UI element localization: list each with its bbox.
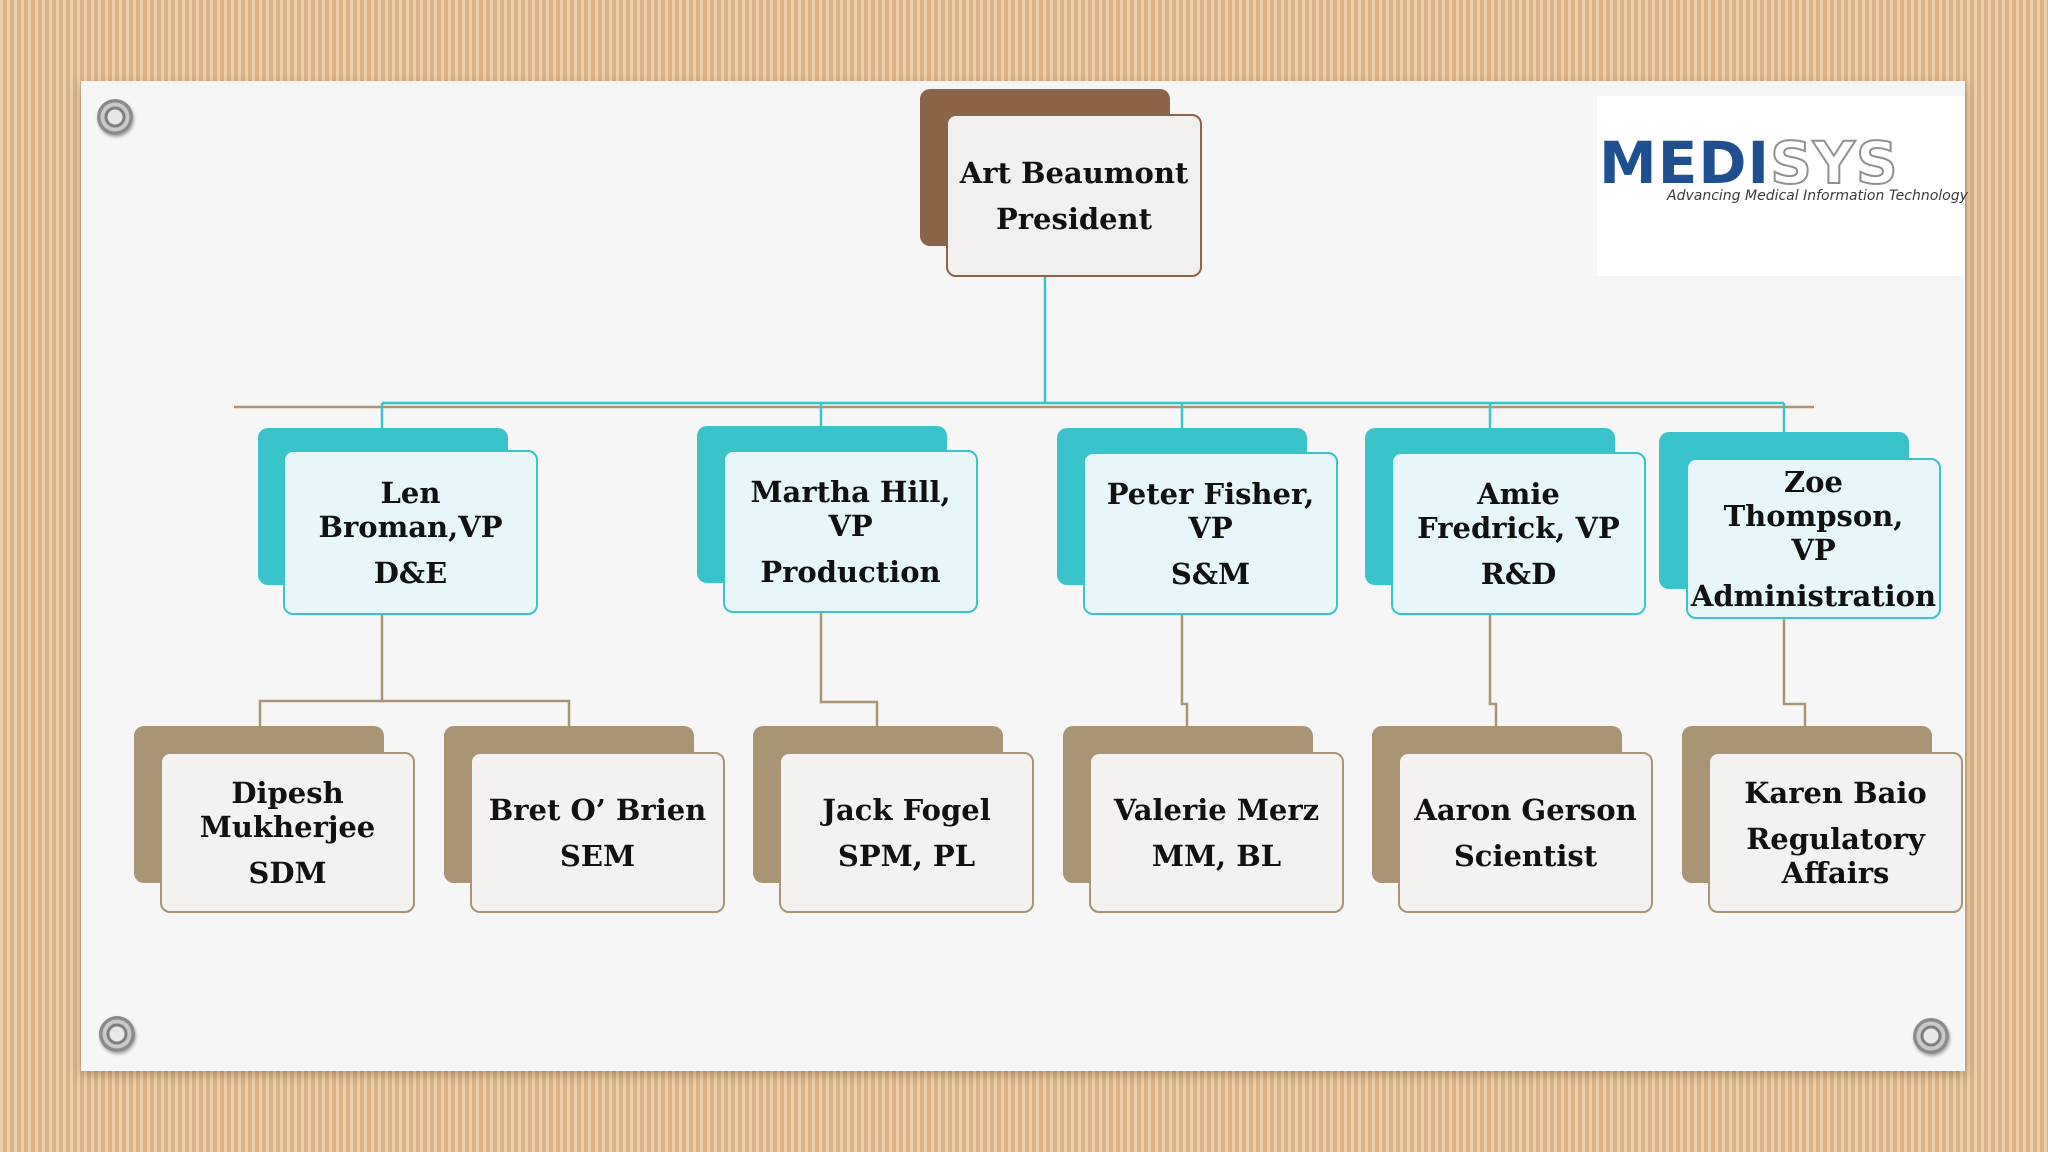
- node-title: MM, BL: [1151, 838, 1282, 873]
- logo-wordmark: MEDISYS: [1599, 129, 1899, 197]
- node-name: Peter Fisher, VP: [1106, 476, 1315, 545]
- node-title: Production: [760, 554, 941, 589]
- node-title: Scientist: [1453, 838, 1598, 873]
- node-title: S&M: [1170, 556, 1251, 591]
- medisys-logo: MEDISYS Advancing Medical Information Te…: [1597, 96, 1968, 276]
- node-name: Valerie Merz: [1113, 792, 1320, 827]
- connector-line: [1180, 613, 1189, 727]
- org-node-vp-administration: Zoe Thompson, VP Administration: [1659, 432, 1941, 619]
- org-node-vp-de: Len Broman,VP D&E: [258, 428, 538, 615]
- node-name: Amie Fredrick, VP: [1417, 476, 1620, 545]
- node-title: R&D: [1480, 556, 1557, 591]
- node-title: Regulatory Affairs: [1746, 821, 1925, 890]
- org-node-staff-scientist: Aaron Gerson Scientist: [1372, 726, 1653, 913]
- node-name: Dipesh Mukherjee: [199, 775, 376, 844]
- org-node-vp-sm: Peter Fisher, VP S&M: [1057, 428, 1338, 615]
- org-node-vp-production: Martha Hill, VP Production: [697, 426, 978, 613]
- node-name: Aaron Gerson: [1414, 792, 1637, 827]
- node-name: Bret O’ Brien: [488, 792, 707, 827]
- org-node-staff-regulatory: Karen Baio Regulatory Affairs: [1682, 726, 1963, 913]
- connector-line: [1488, 613, 1498, 727]
- screw-icon: [1913, 1018, 1949, 1054]
- node-title: SEM: [559, 838, 636, 873]
- org-node-staff-sdm: Dipesh Mukherjee SDM: [134, 726, 415, 913]
- org-node-staff-sem: Bret O’ Brien SEM: [444, 726, 725, 913]
- node-name: Len Broman,VP: [318, 475, 503, 544]
- node-name: Martha Hill, VP: [750, 474, 951, 543]
- node-title: SDM: [248, 855, 327, 890]
- org-node-vp-rd: Amie Fredrick, VP R&D: [1365, 428, 1646, 615]
- screw-icon: [97, 99, 133, 135]
- connector-line: [258, 613, 384, 727]
- org-node-staff-mm: Valerie Merz MM, BL: [1063, 726, 1344, 913]
- connector-line: [1782, 617, 1807, 727]
- node-name: Karen Baio: [1744, 775, 1927, 810]
- node-name: Art Beaumont: [959, 155, 1189, 190]
- logo-tagline: Advancing Medical Information Technology: [1667, 188, 1968, 204]
- node-title: Administration: [1690, 578, 1937, 613]
- connector-line: [382, 699, 571, 727]
- node-name: Jack Fogel: [822, 792, 991, 827]
- node-name: Zoe Thompson, VP: [1723, 464, 1904, 567]
- node-title: D&E: [373, 555, 448, 590]
- node-title: President: [995, 201, 1153, 236]
- node-title: SPM, PL: [837, 838, 976, 873]
- org-node-president: Art Beaumont President: [920, 89, 1202, 277]
- org-node-staff-spm: Jack Fogel SPM, PL: [753, 726, 1034, 913]
- connector-line: [819, 611, 879, 727]
- screw-icon: [99, 1016, 135, 1052]
